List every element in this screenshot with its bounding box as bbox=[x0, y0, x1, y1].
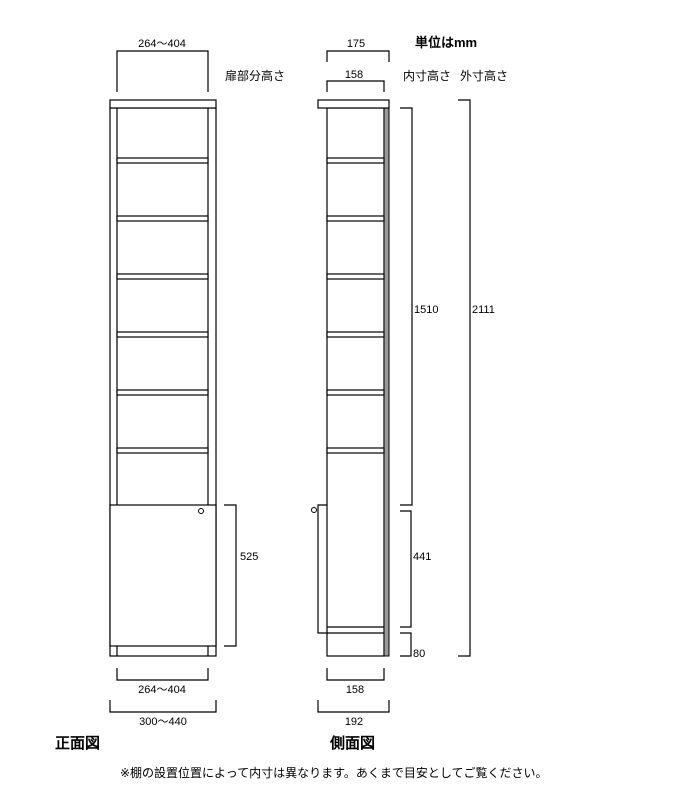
footnote: ※棚の設置位置によって内寸は異なります。あくまで目安としてご覧ください。 bbox=[120, 765, 548, 780]
door-height-value: 525 bbox=[240, 551, 258, 563]
top-board bbox=[109, 99, 217, 109]
side-shelves bbox=[326, 157, 385, 454]
bottom-outer-depth-bracket bbox=[317, 700, 390, 713]
shelf bbox=[326, 215, 385, 222]
shelf bbox=[116, 447, 209, 454]
top-width-bracket bbox=[116, 50, 209, 92]
outer-height-value: 2111 bbox=[472, 304, 495, 316]
door-knob-icon bbox=[198, 508, 204, 514]
shelf bbox=[116, 157, 209, 164]
outer-height-bracket bbox=[458, 99, 471, 657]
top-width-label: 264〜404 bbox=[138, 38, 186, 50]
inner-width-bracket bbox=[116, 668, 209, 681]
inner-height-heading: 内寸高さ bbox=[403, 68, 451, 83]
side-view-title: 側面図 bbox=[329, 734, 375, 752]
outer-width-bracket bbox=[109, 700, 217, 713]
lower-inner-height-bracket bbox=[400, 510, 412, 628]
shelf bbox=[116, 389, 209, 396]
outer-height-heading: 外寸高さ bbox=[460, 68, 508, 83]
inner-top-depth-bracket bbox=[326, 80, 385, 92]
back-panel bbox=[383, 107, 390, 657]
inner-width-label: 264〜404 bbox=[138, 684, 186, 696]
top-depth-bracket bbox=[326, 50, 390, 62]
door-height-heading: 扉部分高さ bbox=[225, 68, 285, 83]
side-body bbox=[326, 107, 385, 657]
side-view: 単位はmm 175 158 内寸高さ 外寸高さ 1510 2111 441 80… bbox=[311, 35, 508, 752]
inner-height-value: 1510 bbox=[414, 304, 438, 316]
side-knob-icon bbox=[311, 507, 317, 513]
bottom-inner-depth-label: 158 bbox=[346, 684, 364, 696]
shelf bbox=[326, 447, 385, 454]
side-door bbox=[317, 504, 384, 634]
top-depth-label: 175 bbox=[347, 38, 365, 50]
bottom-outer-depth-label: 192 bbox=[345, 716, 363, 728]
outer-width-label: 300〜440 bbox=[139, 716, 187, 728]
inner-top-depth-label: 158 bbox=[345, 69, 363, 81]
door-height-bracket bbox=[224, 504, 237, 647]
front-door[interactable] bbox=[109, 504, 217, 647]
unit-note: 単位はmm bbox=[415, 35, 477, 50]
front-view: 264〜404 扉部分高さ 525 264〜404 300〜440 正面図 bbox=[55, 38, 285, 752]
shelf bbox=[326, 157, 385, 164]
front-view-title: 正面図 bbox=[55, 735, 100, 752]
side-top-board bbox=[317, 99, 390, 109]
front-shelves bbox=[116, 157, 209, 454]
bottom-inner-depth-bracket bbox=[326, 668, 385, 681]
lower-inner-height-value: 441 bbox=[413, 551, 431, 563]
base-height-value: 80 bbox=[413, 648, 425, 660]
base-height-bracket bbox=[400, 632, 412, 657]
shelf bbox=[116, 273, 209, 280]
shelf bbox=[116, 331, 209, 338]
inner-height-bracket bbox=[400, 107, 413, 506]
shelf bbox=[326, 389, 385, 396]
shelf bbox=[326, 273, 385, 280]
shelf bbox=[326, 331, 385, 338]
shelf bbox=[116, 215, 209, 222]
